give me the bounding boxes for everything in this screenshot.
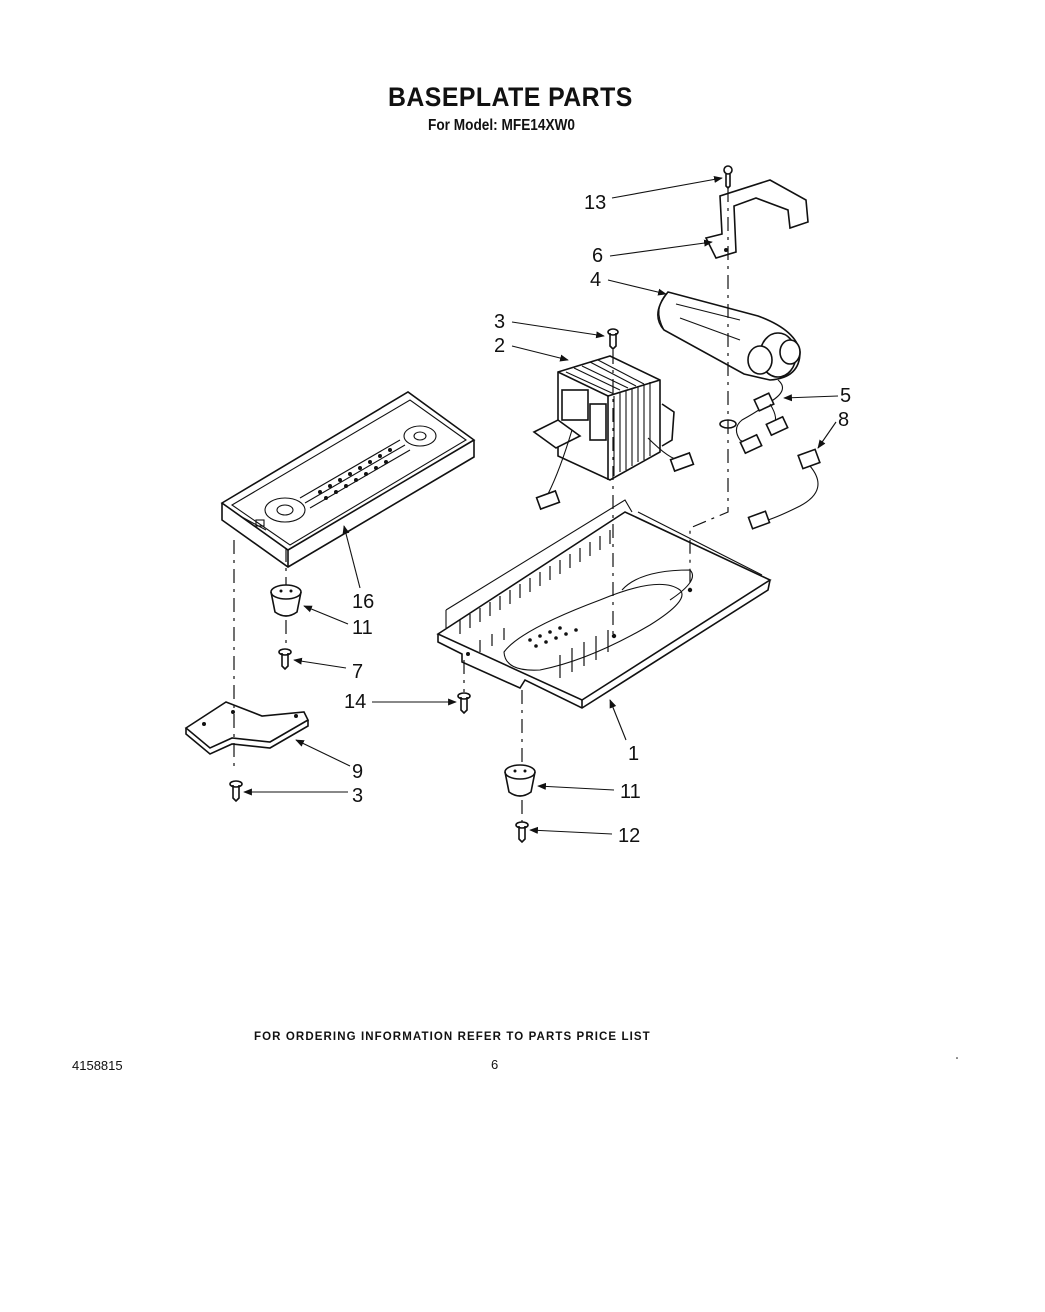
part-16-fan-plate: [220, 391, 476, 568]
callout-3-bottom: 3: [352, 785, 363, 807]
part-8-wire-harness: [747, 448, 821, 530]
callout-numbers: 13 6 4 3 2 5 8 16 11 7 14 1 9 3 11 12: [344, 192, 851, 847]
part-11-rubber-foot-bottom: [504, 764, 536, 797]
part-14-screw: [457, 692, 471, 715]
part-7-screw: [278, 648, 292, 671]
part-3-screw-top: [607, 328, 619, 351]
model-subtitle: For Model: MFE14XW0: [428, 117, 576, 134]
part-3-screw-bottom: [229, 780, 243, 803]
callout-13: 13: [584, 192, 606, 214]
ordering-note: FOR ORDERING INFORMATION REFER TO PARTS …: [254, 1031, 651, 1043]
callout-6: 6: [592, 245, 603, 267]
callout-16: 16: [352, 591, 374, 613]
part-2-transformer: [532, 355, 695, 511]
part-4-capacitor: [657, 291, 801, 381]
page-number: 6: [491, 1057, 499, 1072]
scan-speck: [956, 1057, 958, 1059]
part-5-diode: [719, 379, 789, 455]
callout-5: 5: [840, 385, 851, 407]
callout-12: 12: [618, 825, 640, 847]
callout-3-top: 3: [494, 311, 505, 333]
part-9-bracket: [184, 701, 310, 755]
alignment-lines: [233, 188, 729, 822]
callout-11-left: 11: [352, 617, 373, 639]
callout-1: 1: [628, 743, 639, 765]
page-title: BASEPLATE PARTS: [388, 82, 633, 112]
part-12-screw: [515, 821, 529, 844]
callout-7: 7: [352, 661, 363, 683]
callout-4: 4: [590, 269, 601, 291]
part-1-baseplate: [436, 499, 772, 709]
callout-2: 2: [494, 335, 505, 357]
callout-14: 14: [344, 691, 366, 713]
part-11-rubber-foot-left: [270, 584, 302, 617]
part-13-screw: [723, 165, 733, 190]
callout-leaders: [243, 175, 839, 835]
callout-9: 9: [352, 761, 363, 783]
callout-11-bottom: 11: [620, 781, 641, 803]
document-number: 4158815: [72, 1058, 123, 1073]
part-6-mounting-strap: [704, 179, 809, 259]
callout-8: 8: [838, 409, 849, 431]
